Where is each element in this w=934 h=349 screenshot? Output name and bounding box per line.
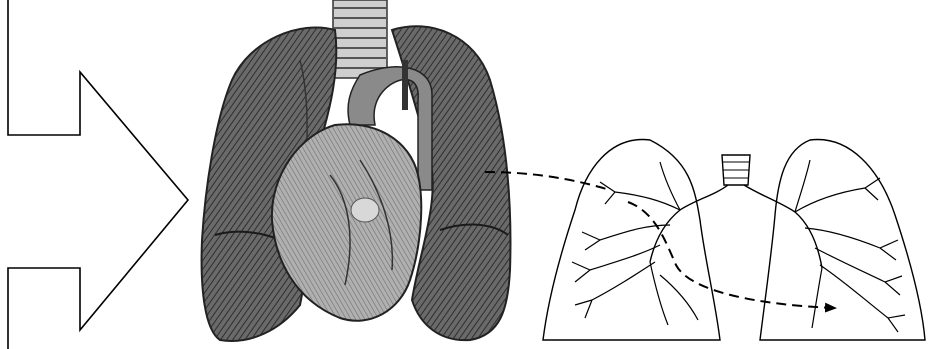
trachea [333, 0, 387, 78]
big-outline-arrow [8, 0, 188, 349]
drawn-left-lung [760, 140, 925, 340]
bronchial-tree-drawing [543, 140, 925, 340]
drawn-right-lung [543, 140, 720, 340]
lungs-heart-illustration [202, 0, 511, 341]
